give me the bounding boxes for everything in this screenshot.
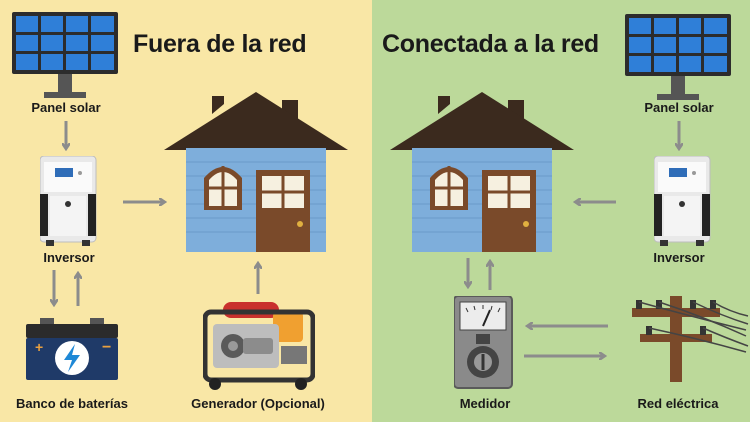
battery-bank-label: Banco de baterías bbox=[16, 396, 128, 411]
on-grid-panel: Conectada a la red Panel solar Inversor … bbox=[372, 0, 750, 422]
grid-label: Red eléctrica bbox=[637, 396, 719, 411]
on-grid-inverter-label: Inversor bbox=[653, 250, 705, 265]
arrow-icon bbox=[669, 121, 689, 154]
generator-icon bbox=[203, 302, 315, 392]
solar-panel-icon bbox=[12, 12, 118, 98]
arrow-icon bbox=[36, 270, 96, 312]
off-grid-solar-panel-label: Panel solar bbox=[31, 100, 101, 115]
arrow-icon bbox=[454, 258, 504, 290]
on-grid-solar-panel-label: Panel solar bbox=[644, 100, 714, 115]
arrow-icon bbox=[248, 258, 268, 294]
arrow-icon bbox=[568, 192, 616, 212]
generator-label: Generador (Opcional) bbox=[191, 396, 325, 411]
arrow-icon bbox=[123, 192, 172, 212]
meter-label: Medidor bbox=[459, 396, 511, 411]
on-grid-title: Conectada a la red bbox=[382, 30, 599, 58]
arrow-icon bbox=[524, 316, 608, 366]
meter-icon bbox=[454, 296, 514, 390]
inverter-icon bbox=[40, 156, 97, 247]
utility-pole-icon bbox=[631, 295, 749, 383]
solar-panel-icon bbox=[625, 14, 731, 100]
off-grid-title: Fuera de la red bbox=[133, 30, 307, 58]
house-icon bbox=[390, 92, 576, 254]
arrow-icon bbox=[56, 121, 76, 154]
off-grid-inverter-label: Inversor bbox=[43, 250, 95, 265]
off-grid-panel: Fuera de la red Panel solar Inversor Ban… bbox=[0, 0, 372, 422]
house-icon bbox=[164, 92, 350, 254]
inverter-icon bbox=[654, 156, 711, 247]
battery-icon bbox=[26, 318, 118, 380]
